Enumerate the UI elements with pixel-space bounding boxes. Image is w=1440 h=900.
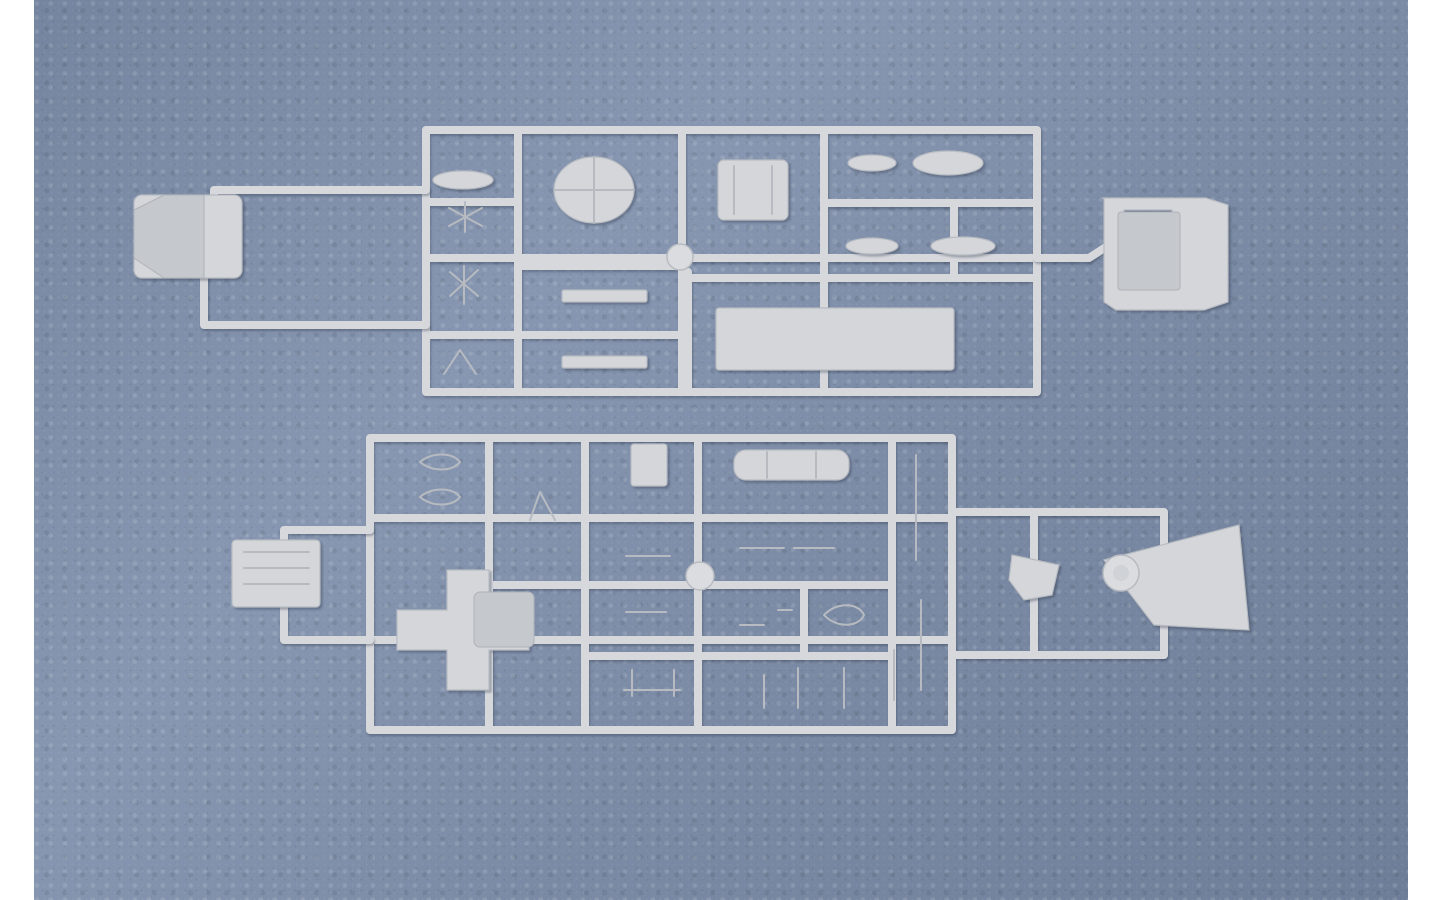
lower-right-plate: [1102, 524, 1250, 631]
upper-right-inner: [1117, 211, 1181, 291]
upper-bar-1: [561, 289, 648, 303]
lower-left-box: [231, 539, 321, 608]
lower-center-hub: [685, 561, 715, 591]
lower-small-triangle: [1008, 554, 1060, 601]
lower-rounded-panel: [733, 449, 850, 481]
deck-panel: [715, 307, 955, 371]
small-boat-4: [845, 237, 899, 255]
photo-background: [34, 0, 1408, 900]
small-boat-5: [930, 236, 996, 256]
sprue-photo: [133, 126, 1250, 734]
small-boat-2: [847, 154, 897, 172]
small-boat-1: [432, 170, 494, 190]
upper-center-hub: [666, 243, 694, 271]
lower-sprue: [231, 434, 1250, 734]
upper-box-part: [717, 159, 789, 221]
upper-sprue: [133, 126, 1229, 396]
upper-left-bevel: [133, 194, 205, 279]
small-boat-3: [912, 150, 984, 176]
lower-small-box: [630, 443, 668, 487]
lower-cross-detail: [473, 591, 535, 648]
upper-bar-2: [561, 355, 648, 369]
